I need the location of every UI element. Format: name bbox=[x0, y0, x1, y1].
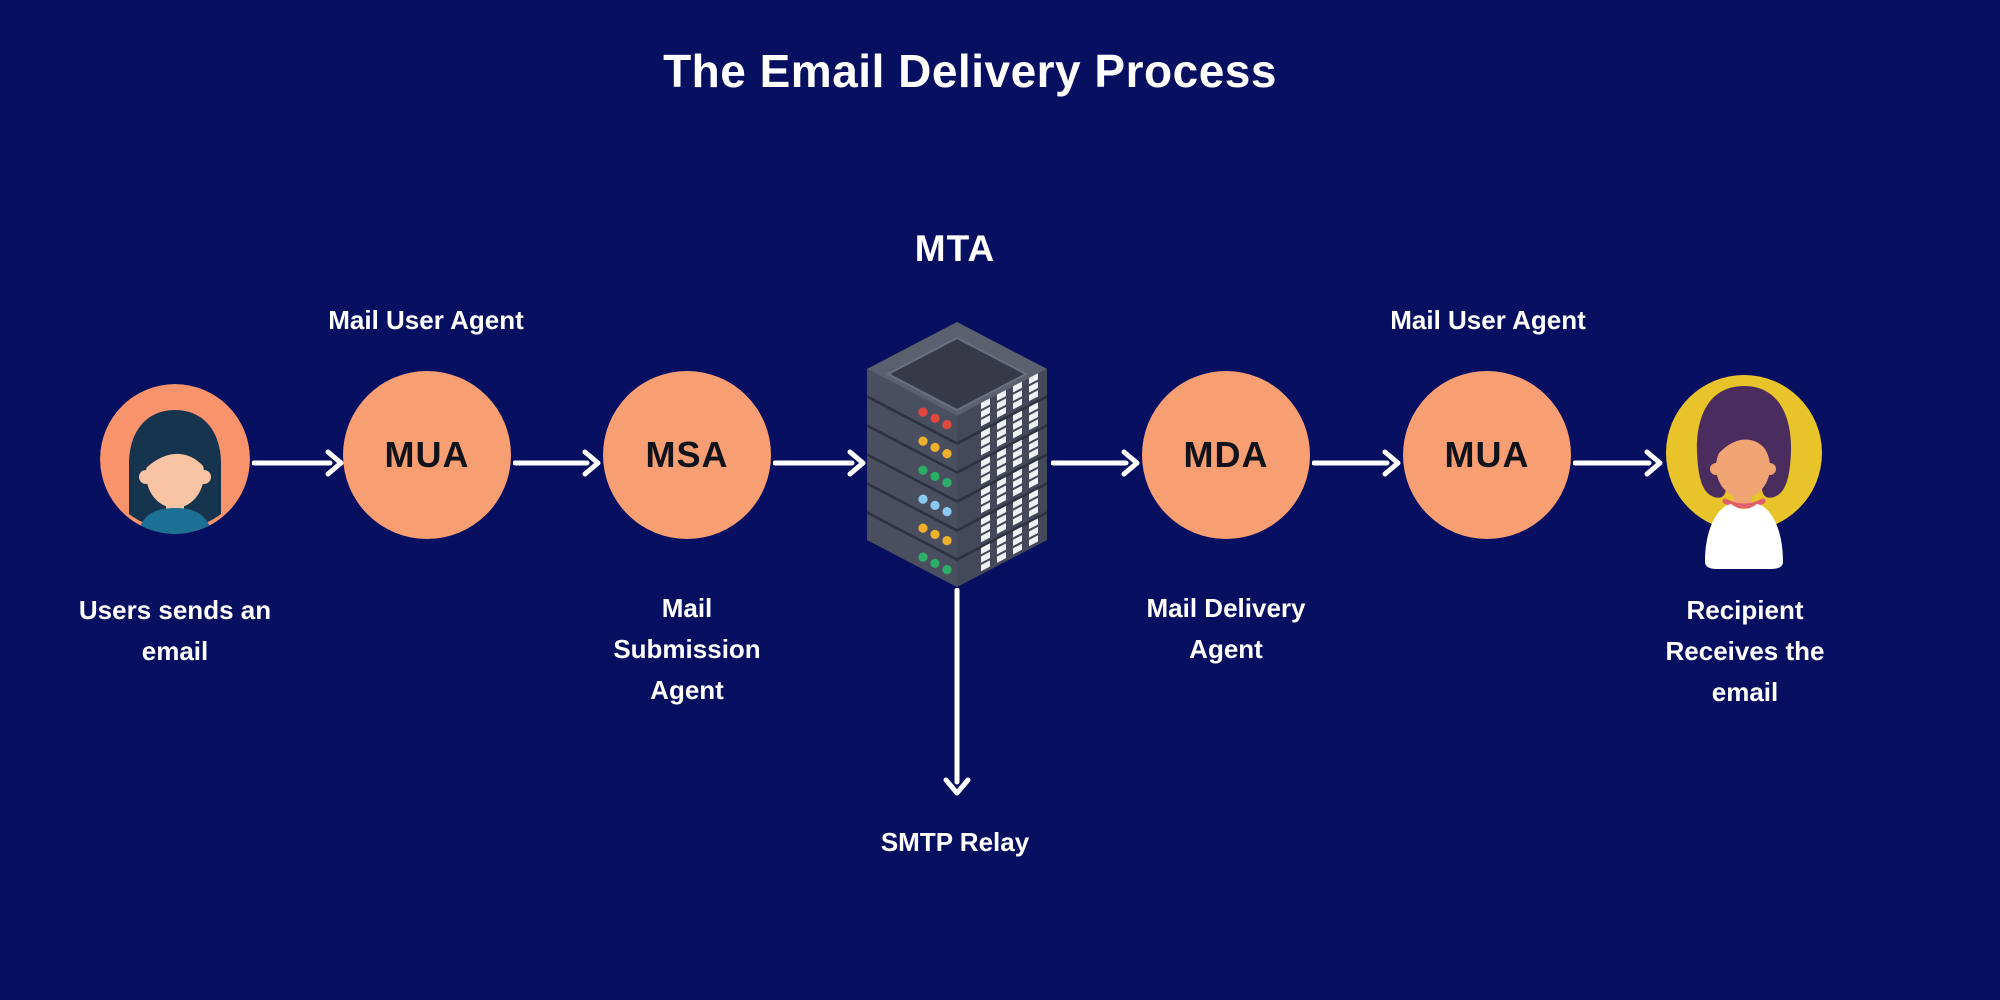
arrow-sender-to-mua-icon bbox=[252, 448, 344, 478]
mail-user-agent-label-right: Mail User Agent bbox=[1390, 305, 1586, 335]
node-mda: MDA bbox=[1142, 371, 1310, 539]
arrow-mta-to-smtp-relay-icon bbox=[942, 588, 972, 800]
arrow-mua-to-msa-icon bbox=[513, 448, 601, 478]
arrow-mua-to-recipient-icon bbox=[1573, 448, 1663, 478]
arrow-msa-to-mta-icon bbox=[773, 448, 866, 478]
node-mua-2-label: MUA bbox=[1444, 434, 1530, 475]
mail-user-agent-label-left: Mail User Agent bbox=[328, 305, 524, 335]
node-mua-1-label: MUA bbox=[384, 434, 470, 475]
node-msa-label: MSA bbox=[645, 434, 729, 475]
node-msa: MSA bbox=[603, 371, 771, 539]
arrow-mta-to-mda-icon bbox=[1051, 448, 1140, 478]
mda-caption: Mail Delivery Agent bbox=[1146, 593, 1306, 664]
arrow-mda-to-mua-icon bbox=[1312, 448, 1401, 478]
msa-caption: Mail Submission Agent bbox=[613, 593, 761, 705]
node-mua-2: MUA bbox=[1403, 371, 1571, 539]
smtp-relay-label: SMTP Relay bbox=[880, 827, 1030, 857]
mta-server-icon bbox=[860, 314, 1054, 596]
sender-avatar-icon bbox=[100, 384, 250, 534]
page-title: The Email Delivery Process bbox=[663, 45, 1277, 97]
sender-caption: Users sends an email bbox=[78, 595, 272, 666]
mta-label: MTA bbox=[914, 228, 996, 269]
node-mda-label: MDA bbox=[1183, 434, 1269, 475]
recipient-caption: Recipient Receives the email bbox=[1665, 595, 1825, 707]
node-mua-1: MUA bbox=[343, 371, 511, 539]
recipient-avatar-icon bbox=[1659, 370, 1829, 570]
